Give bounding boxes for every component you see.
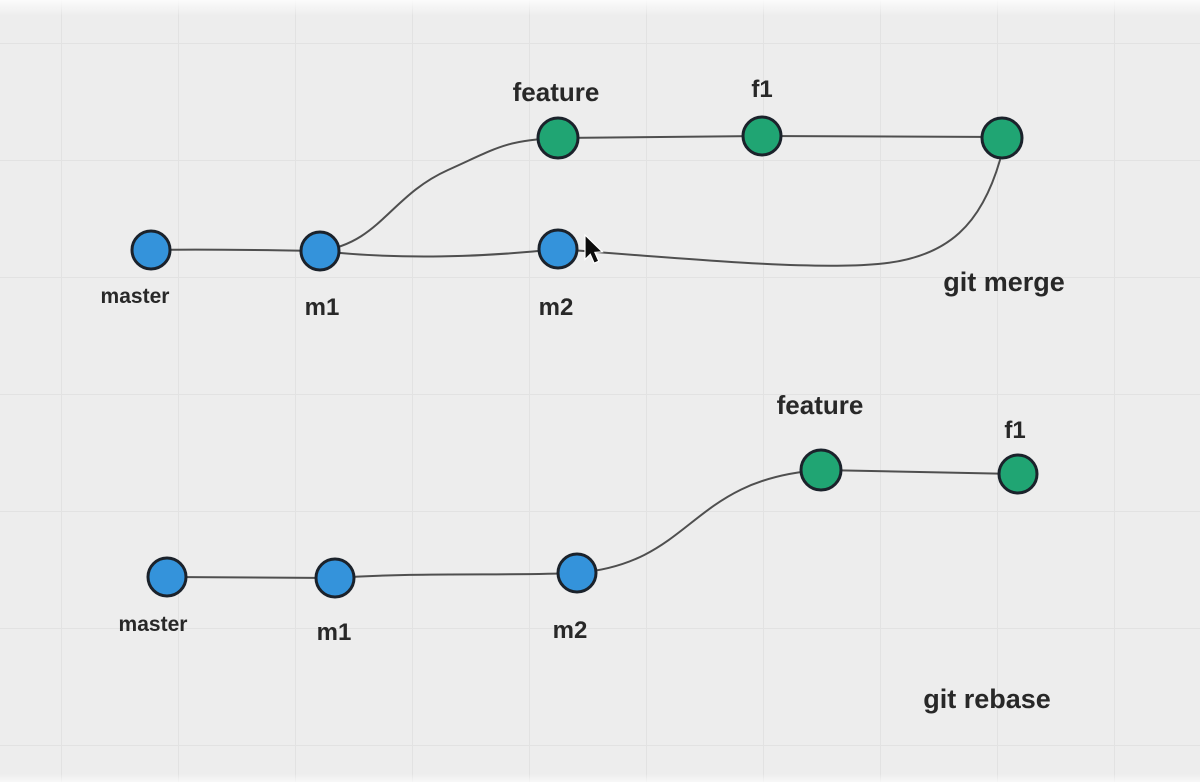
edge-m1-to-m2[interactable] — [334, 572, 578, 579]
edge-m1-to-feature[interactable] — [319, 137, 559, 252]
mouse-cursor-icon — [584, 233, 604, 264]
commit-node-git-merge-m1[interactable] — [299, 230, 341, 272]
edge-feature-to-f1[interactable] — [820, 469, 1019, 475]
commit-node-git-merge-merge-commit[interactable] — [980, 116, 1024, 160]
commit-label-git-merge-master[interactable]: master — [101, 285, 170, 308]
edge-master-to-m1[interactable] — [150, 248, 321, 252]
caption-git-merge[interactable]: git merge — [943, 267, 1065, 297]
commit-node-git-merge-master[interactable] — [130, 229, 172, 271]
commit-label-git-merge-feature[interactable]: feature — [513, 77, 600, 107]
edge-m2-to-merge-commit[interactable] — [557, 159, 1001, 267]
commit-node-git-merge-f1[interactable] — [741, 115, 783, 157]
canvas-bottom-highlight — [0, 774, 1200, 782]
commit-label-git-merge-m1[interactable]: m1 — [305, 294, 340, 321]
caption-git-rebase[interactable]: git rebase — [923, 684, 1051, 714]
edge-m1-to-m2[interactable] — [319, 248, 559, 258]
commit-label-git-rebase-m2[interactable]: m2 — [553, 617, 588, 644]
canvas-top-highlight — [0, 0, 1200, 16]
commit-label-git-merge-f1[interactable]: f1 — [751, 76, 772, 103]
commit-node-git-merge-m2[interactable] — [537, 228, 579, 270]
diagram-git-rebase: master m1 m2 feature f1 — [119, 390, 1039, 646]
commit-label-git-rebase-feature[interactable]: feature — [777, 390, 864, 420]
commit-label-git-rebase-master[interactable]: master — [119, 613, 188, 636]
diagram-git-merge: master m1 m2 feature f1 — [101, 76, 1024, 321]
commit-node-git-rebase-master[interactable] — [146, 556, 188, 598]
edge-master-to-m1[interactable] — [166, 576, 336, 579]
commit-label-git-rebase-m1[interactable]: m1 — [317, 619, 352, 646]
commit-label-git-rebase-f1[interactable]: f1 — [1004, 417, 1025, 444]
commit-node-git-rebase-m2[interactable] — [556, 552, 598, 594]
commit-node-git-merge-feature[interactable] — [536, 116, 580, 160]
edge-feature-to-f1[interactable] — [557, 135, 763, 139]
commit-node-git-rebase-feature[interactable] — [799, 448, 843, 492]
commit-node-git-rebase-m1[interactable] — [314, 557, 356, 599]
commit-label-git-merge-m2[interactable]: m2 — [539, 294, 574, 321]
edge-m2-to-feature[interactable] — [576, 469, 822, 574]
commit-node-git-rebase-f1[interactable] — [997, 453, 1039, 495]
edge-f1-to-merge-commit[interactable] — [761, 135, 1003, 138]
